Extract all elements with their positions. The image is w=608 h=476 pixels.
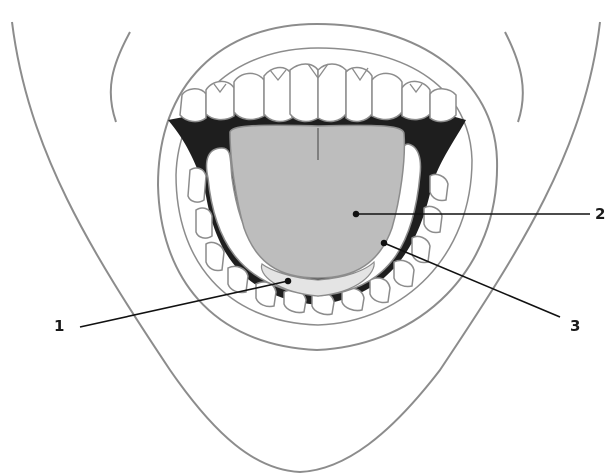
leader-dot-2 xyxy=(354,212,359,217)
leader-dot-1 xyxy=(286,279,291,284)
callout-label-2: 2 xyxy=(595,207,605,222)
right-cheek-line xyxy=(505,32,523,122)
leader-dot-3 xyxy=(382,241,387,246)
left-cheek-line xyxy=(111,32,130,122)
callout-label-1: 1 xyxy=(54,319,64,334)
callout-label-3: 3 xyxy=(570,319,580,334)
